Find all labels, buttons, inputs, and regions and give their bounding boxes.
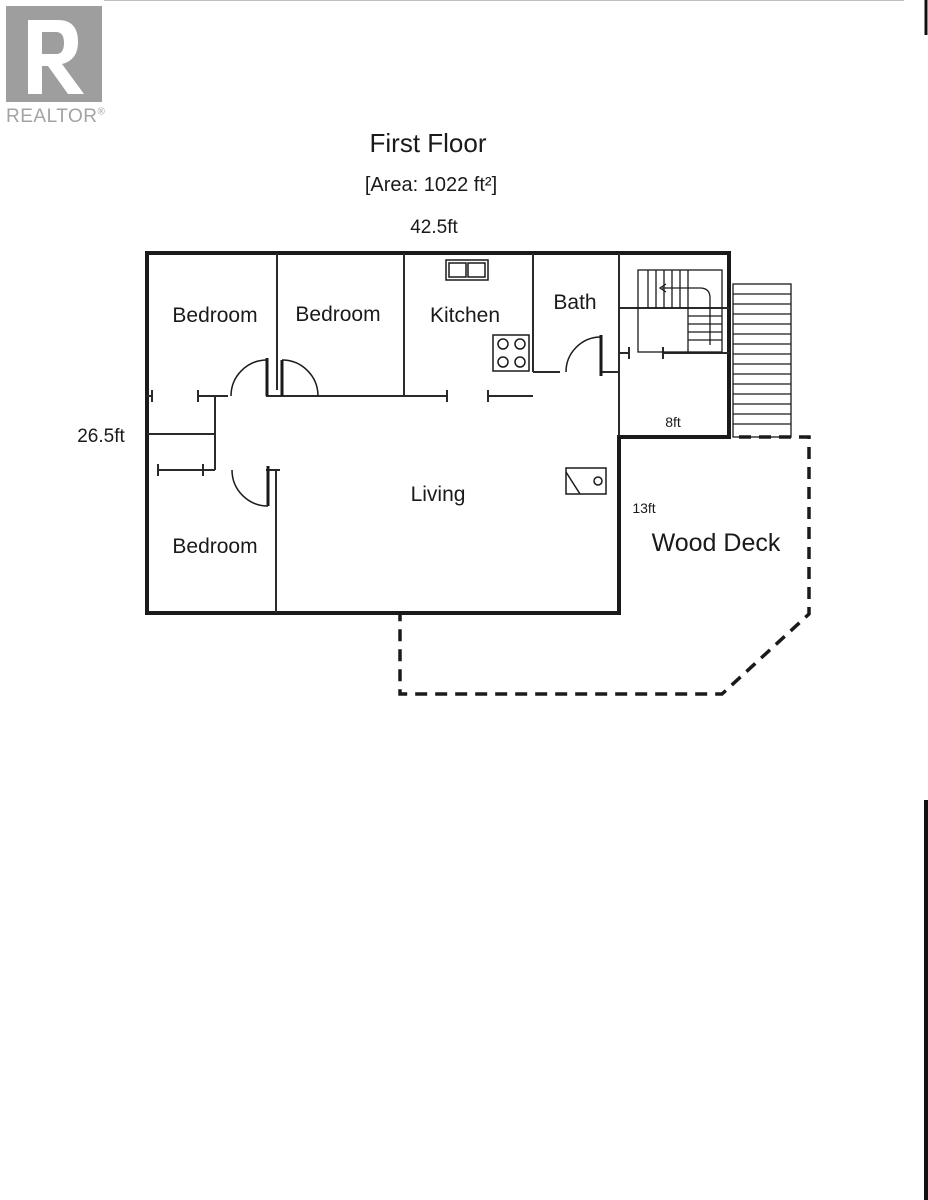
door-swings [230, 335, 603, 507]
room-label-living: Living [411, 483, 466, 506]
stove-icon [492, 334, 530, 372]
room-label-bedroom-2: Bedroom [295, 303, 380, 326]
stair-width-dimension: 8ft [665, 414, 681, 430]
interior-stairs [637, 269, 723, 353]
realtor-logo: REALTOR® [4, 6, 106, 130]
room-label-bedroom-3: Bedroom [172, 535, 257, 558]
deck-outline [398, 435, 811, 696]
scan-top-edge [104, 0, 904, 1]
interior-walls [147, 253, 729, 613]
scan-right-edge [924, 0, 928, 1200]
room-label-kitchen: Kitchen [430, 304, 500, 327]
width-dimension: 42.5ft [410, 217, 458, 238]
kitchen-sink-icon [445, 259, 489, 281]
fireplace-icon [565, 467, 607, 495]
room-label-wood-deck: Wood Deck [652, 529, 781, 557]
realtor-r-logo-icon [6, 6, 102, 102]
exterior-stairs [732, 283, 792, 438]
height-dimension: 26.5ft [77, 426, 125, 447]
room-label-bedroom-1: Bedroom [172, 304, 257, 327]
deck-depth-dimension: 13ft [632, 500, 655, 516]
floor-area: [Area: 1022 ft²] [364, 174, 498, 196]
room-label-bath: Bath [553, 291, 596, 314]
floor-title: First Floor [369, 128, 487, 158]
realtor-wordmark: REALTOR® [6, 106, 106, 127]
